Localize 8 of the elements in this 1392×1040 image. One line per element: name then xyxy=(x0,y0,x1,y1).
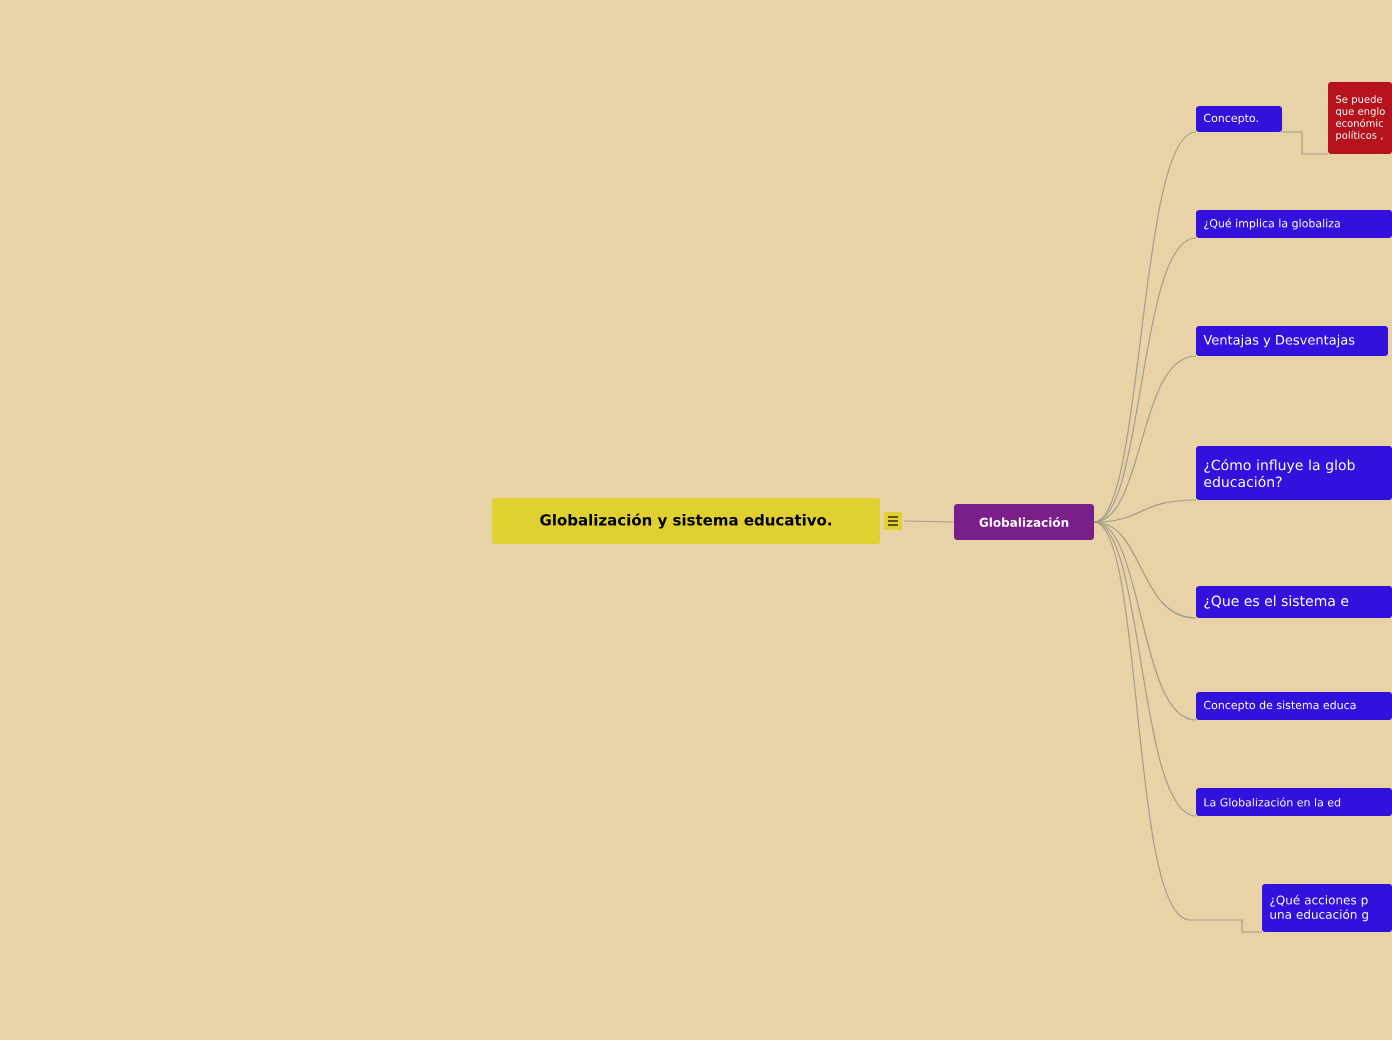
connector-line xyxy=(903,520,955,523)
connector-line xyxy=(1093,521,1197,619)
connector-line xyxy=(1093,521,1263,933)
connector-line xyxy=(1093,521,1197,817)
connector-line xyxy=(1093,131,1197,523)
connector-line xyxy=(1093,237,1197,523)
connector-line xyxy=(1093,499,1197,523)
connector-line xyxy=(1279,131,1329,155)
